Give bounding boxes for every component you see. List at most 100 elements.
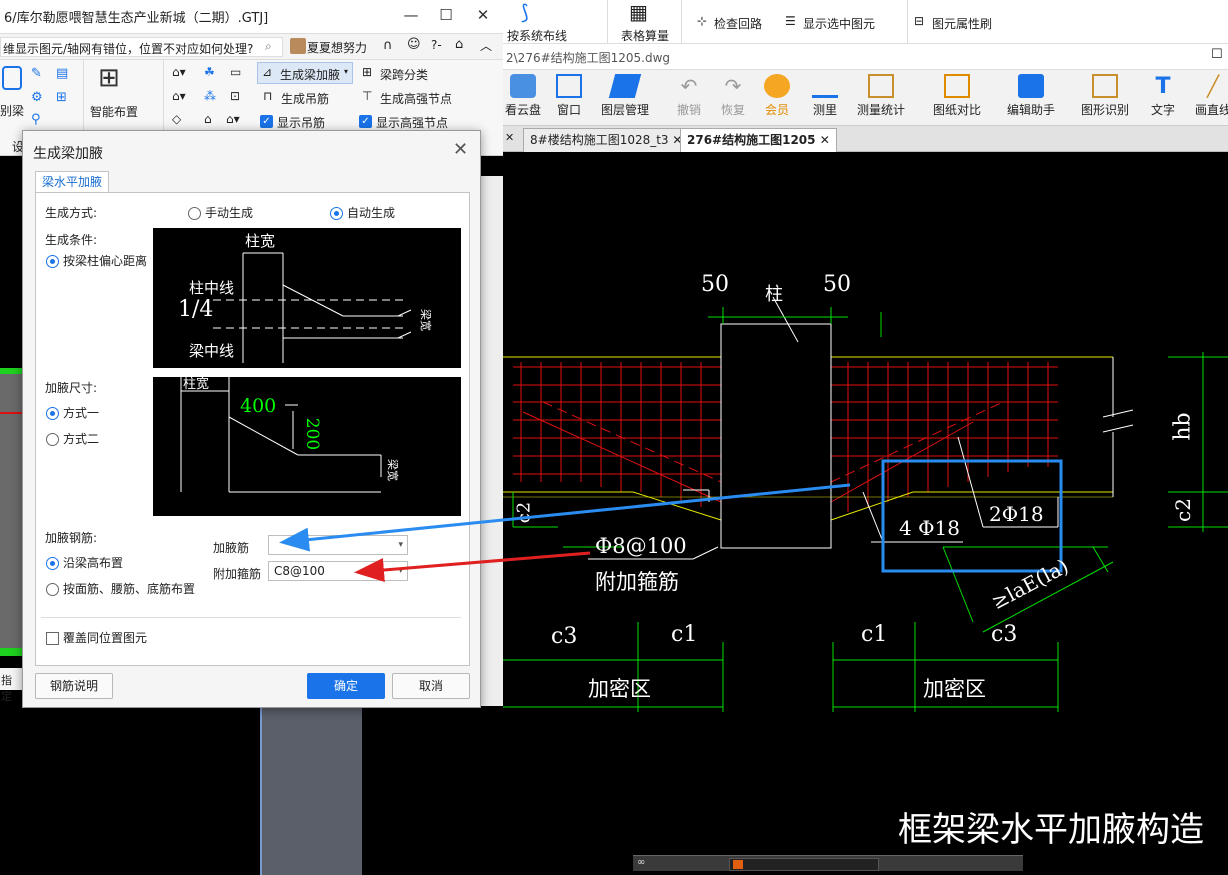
tool-icon-d[interactable]: ⊞: [56, 90, 67, 105]
beam-haunch-dialog: 生成梁加腋 ✕ 梁水平加腋 生成方式: 手动生成 自动生成 生成条件: 按梁柱偏…: [22, 130, 481, 708]
close-icon[interactable]: ✕: [672, 133, 683, 147]
close-icon[interactable]: ✕: [819, 133, 830, 147]
tool-icon-a[interactable]: ✎: [31, 66, 42, 81]
drawing-compare-button[interactable]: 图纸对比: [927, 74, 987, 118]
shirt-icon[interactable]: ⌂: [455, 37, 464, 52]
show-selected-button[interactable]: 显示选中图元: [803, 17, 876, 31]
check-loop-button[interactable]: 检查回路: [714, 17, 763, 31]
ok-button[interactable]: 确定: [307, 673, 385, 699]
cloud-disk-button[interactable]: 看云盘: [493, 74, 553, 118]
tool-icon-b[interactable]: ▤: [56, 66, 69, 81]
img2-beam-width: 梁宽: [386, 459, 399, 481]
search-icon[interactable]: ⌕: [265, 39, 272, 53]
layer-manager-button[interactable]: 图层管理: [595, 74, 655, 118]
show-high-node-checkbox[interactable]: ✓: [359, 115, 372, 128]
dim-50b: 50: [823, 272, 851, 297]
cad-drawing-svg: [503, 296, 1228, 712]
attr-brush-icon[interactable]: ⊟: [914, 14, 925, 28]
draw-line-button[interactable]: ╱画直线: [1183, 74, 1228, 118]
edit-assistant-button[interactable]: 编辑助手: [1001, 74, 1061, 118]
shape-icon: [1092, 74, 1118, 98]
shape-recognition-button[interactable]: 图形识别: [1075, 74, 1135, 118]
tool-icon-e[interactable]: ⚲: [31, 112, 41, 127]
undo-button[interactable]: ↶撤销: [659, 74, 719, 118]
table-calc-button[interactable]: 表格算量: [621, 29, 670, 43]
tool-icon-n[interactable]: ⌂▾: [226, 112, 240, 126]
cancel-button[interactable]: 取消: [392, 673, 470, 699]
vip-button[interactable]: 会员: [747, 74, 807, 118]
high-node-button[interactable]: 生成高强节点: [380, 92, 453, 106]
tool-icon-l[interactable]: ◇: [172, 112, 182, 126]
smart-layout-icon[interactable]: ⊞: [98, 63, 120, 93]
rebar-opt1-radio[interactable]: 沿梁高布置: [46, 554, 123, 571]
redo-icon: ↷: [724, 74, 742, 98]
high-node-icon[interactable]: ⊤: [362, 89, 373, 103]
tab-drawing-276[interactable]: 276#结构施工图1205 ✕: [680, 128, 837, 152]
check-loop-icon[interactable]: ⊹: [697, 14, 708, 28]
show-selected-icon[interactable]: ☰: [785, 14, 796, 28]
tool-icon-c[interactable]: ⚙: [31, 90, 43, 105]
chevron-down-icon: ▾: [344, 67, 349, 76]
collapse-ribbon-icon[interactable]: ︿: [480, 39, 493, 53]
rebar-opt2-radio[interactable]: 按面筋、腰筋、底筋布置: [46, 580, 195, 597]
identify-beam-icon[interactable]: [2, 66, 22, 90]
hanger-button[interactable]: 生成吊筋: [281, 92, 330, 106]
chat-icon[interactable]: ☺: [407, 37, 421, 52]
close-tab-icon[interactable]: ✕: [505, 131, 515, 144]
rebar-help-button[interactable]: 钢筋说明: [35, 673, 113, 699]
measure-stats-button[interactable]: 测量统计: [851, 74, 911, 118]
search-input[interactable]: 维显示图元/轴网有错位，位置不对应如何处理? ⌕: [0, 37, 283, 57]
size-opt1-radio[interactable]: 方式一: [46, 404, 99, 421]
tool-icon-i[interactable]: ⌂▾: [172, 89, 186, 103]
help-menu[interactable]: ?-: [431, 38, 442, 52]
layer-select[interactable]: [729, 858, 879, 871]
hanger-icon[interactable]: ⊓: [263, 89, 273, 103]
img1-ratio: 1/4: [178, 297, 214, 322]
smart-layout-label[interactable]: 智能布置: [90, 105, 139, 119]
axis-layout-button[interactable]: 按系统布线: [507, 29, 568, 43]
stirrup-select[interactable]: C8@100 ▾: [268, 561, 408, 581]
tool-icon-f[interactable]: ⌂▾: [172, 65, 186, 79]
tool-icon-g[interactable]: ☘: [204, 65, 215, 79]
ribbon-group-label: 设: [12, 140, 25, 154]
cad-drawing-canvas[interactable]: 50 柱 50 hb c2 c2 4 Φ18 2Φ18 Φ8@100 附加箍筋 …: [503, 152, 1228, 871]
identify-beam-label[interactable]: 别梁: [0, 104, 25, 118]
command-bar[interactable]: ∞: [633, 855, 1023, 871]
overwrite-checkbox[interactable]: 覆盖同位置图元: [46, 629, 147, 646]
close-window-button[interactable]: ✕: [476, 6, 490, 24]
route-icon[interactable]: ⟆: [521, 0, 529, 24]
tab-drawing-8[interactable]: 8#楼结构施工图1028_t3 ✕: [523, 128, 690, 152]
tool-icon-j[interactable]: ⁂: [204, 89, 216, 103]
maximize-button[interactable]: ☐: [439, 6, 453, 24]
beam-haunch-button[interactable]: ⊿ 生成梁加腋 ▾: [257, 62, 353, 84]
user-name: 夏夏想努力: [307, 41, 368, 55]
minimize-button[interactable]: —: [403, 6, 419, 24]
dense-zone-b: 加密区: [923, 677, 986, 701]
measure-button[interactable]: 测里: [795, 74, 855, 118]
tool-icon-h[interactable]: ▭: [230, 65, 242, 79]
left-side-toolbar[interactable]: [480, 176, 503, 706]
table-icon[interactable]: ▦: [629, 0, 648, 24]
attr-brush-button[interactable]: 图元属性刷: [932, 17, 993, 31]
haunch-bar-select[interactable]: ▾: [268, 535, 408, 555]
span-class-button[interactable]: 梁跨分类: [380, 68, 429, 82]
tab-horizontal-haunch[interactable]: 梁水平加腋: [35, 171, 109, 193]
redo-button[interactable]: ↷恢复: [703, 74, 763, 118]
mode-manual-radio[interactable]: 手动生成: [188, 204, 253, 221]
mode-auto-radio[interactable]: 自动生成: [330, 204, 395, 221]
cond-option-radio[interactable]: 按梁柱偏心距离: [46, 252, 147, 269]
headset-icon[interactable]: ∩: [383, 38, 393, 53]
close-icon[interactable]: ✕: [453, 139, 469, 160]
layers-icon: [608, 74, 642, 98]
tool-icon-k[interactable]: ⊡: [230, 89, 241, 103]
span-class-icon[interactable]: ⊞: [362, 65, 373, 79]
layer-color-swatch: [733, 860, 743, 869]
show-hanger-checkbox[interactable]: ✓: [260, 115, 273, 128]
restore-icon[interactable]: ☐: [1211, 47, 1223, 62]
stirrup-value: C8@100: [274, 564, 325, 578]
size-opt2-radio[interactable]: 方式二: [46, 430, 99, 447]
size-diagram: 柱宽 400 200 梁宽: [153, 377, 461, 516]
window-button[interactable]: 窗口: [539, 74, 599, 118]
tool-icon-m[interactable]: ⌂: [204, 112, 212, 126]
